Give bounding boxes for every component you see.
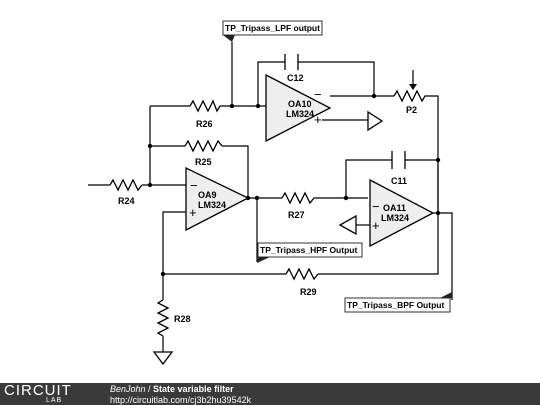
opamp-oa9[interactable] bbox=[185, 166, 250, 232]
oa9-minus-sign: − bbox=[190, 178, 198, 193]
opamp-oa10[interactable] bbox=[265, 73, 332, 143]
logo-text-circuit: CIRCUIT bbox=[4, 382, 72, 399]
label-r27: R27 bbox=[288, 210, 305, 220]
testpoint-bpf[interactable]: TP_Tripass_BPF Output bbox=[344, 292, 452, 313]
resistor-r25[interactable] bbox=[184, 139, 223, 153]
ground-icon-r28 bbox=[152, 351, 174, 366]
wires bbox=[88, 42, 453, 352]
circuit-title: State variable filter bbox=[153, 384, 234, 394]
oa10-name: OA10 bbox=[288, 99, 312, 109]
oa11-part: LM324 bbox=[381, 213, 409, 223]
resistor-r26[interactable] bbox=[189, 99, 221, 113]
oa9-part: LM324 bbox=[198, 200, 226, 210]
resistor-r24[interactable] bbox=[109, 178, 143, 192]
circuitlab-logo[interactable]: CIRCUIT LAB bbox=[0, 383, 104, 405]
separator: / bbox=[145, 384, 154, 394]
oa11-plus-sign: + bbox=[372, 218, 380, 233]
resistor-r29[interactable] bbox=[285, 267, 319, 281]
label-r24: R24 bbox=[118, 196, 135, 206]
testpoint-hpf-label: TP_Tripass_HPF Output bbox=[260, 245, 357, 255]
label-r25: R25 bbox=[195, 157, 212, 167]
oa9-plus-sign: + bbox=[189, 205, 197, 220]
resistor-r28[interactable] bbox=[156, 299, 170, 337]
label-p2: P2 bbox=[406, 105, 417, 115]
testpoint-lpf[interactable]: TP_Tripass_LPF output bbox=[222, 20, 323, 42]
oa11-name: OA11 bbox=[383, 203, 406, 213]
resistor-r27[interactable] bbox=[281, 191, 315, 205]
label-r28: R28 bbox=[174, 314, 191, 324]
ground-icon-oa10 bbox=[367, 110, 384, 132]
oa10-plus-sign: + bbox=[314, 112, 322, 127]
oa9-name: OA9 bbox=[198, 190, 217, 200]
capacitor-c11[interactable] bbox=[391, 151, 406, 169]
label-r26: R26 bbox=[196, 119, 213, 129]
oa11-minus-sign: − bbox=[372, 199, 380, 214]
ground-icon-oa11 bbox=[338, 214, 357, 236]
author-title-line: BenJohn / State variable filter bbox=[110, 384, 234, 394]
logo-text-lab: LAB bbox=[46, 397, 63, 404]
label-c11: C11 bbox=[391, 176, 407, 186]
label-r29: R29 bbox=[300, 287, 317, 297]
footer-bar bbox=[0, 383, 540, 405]
author-name[interactable]: BenJohn bbox=[110, 384, 146, 394]
opamp-oa11[interactable] bbox=[369, 178, 435, 248]
oa10-minus-sign: − bbox=[314, 87, 322, 102]
testpoint-hpf[interactable]: TP_Tripass_HPF Output bbox=[257, 242, 363, 263]
label-c12: C12 bbox=[287, 73, 304, 83]
potentiometer-p2[interactable] bbox=[393, 89, 428, 103]
oa10-part: LM324 bbox=[286, 109, 314, 119]
capacitor-c12[interactable] bbox=[284, 54, 299, 70]
testpoint-lpf-label: TP_Tripass_LPF output bbox=[225, 23, 320, 33]
potentiometer-wiper-arrow bbox=[409, 84, 417, 90]
testpoint-bpf-label: TP_Tripass_BPF Output bbox=[347, 300, 444, 310]
circuit-url-link[interactable]: http://circuitlab.com/cj3b2hu39542k bbox=[110, 395, 252, 405]
